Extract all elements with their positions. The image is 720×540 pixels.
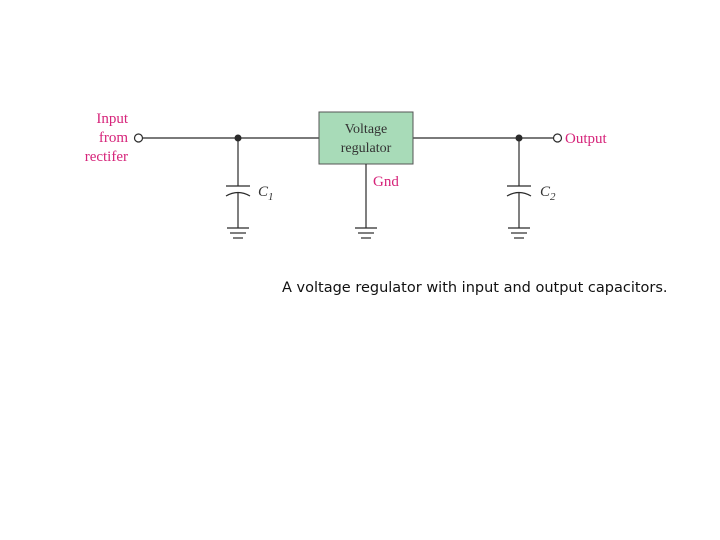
capacitor-c2 [506, 138, 532, 228]
ground-symbol-regulator [355, 227, 377, 239]
input-label-line-2: from [99, 130, 128, 146]
output-terminal [552, 133, 563, 143]
capacitor-c2-label: C2 [540, 184, 556, 203]
regulator-label-line-2: regulator [341, 141, 392, 156]
input-label-line-3: rectifer [85, 149, 128, 165]
input-terminal [133, 133, 144, 143]
regulator-label-line-1: Voltage [345, 122, 388, 137]
ground-label: Gnd [373, 174, 399, 190]
capacitor-c1 [225, 138, 251, 228]
output-label: Output [565, 131, 608, 147]
voltage-regulator-block [318, 111, 414, 165]
ground-symbol-c1 [227, 227, 249, 239]
ground-symbol-c2 [508, 227, 530, 239]
diagram-caption: A voltage regulator with input and outpu… [282, 280, 668, 296]
input-label-line-1: Input [96, 111, 128, 127]
capacitor-c1-label: C1 [258, 184, 274, 203]
